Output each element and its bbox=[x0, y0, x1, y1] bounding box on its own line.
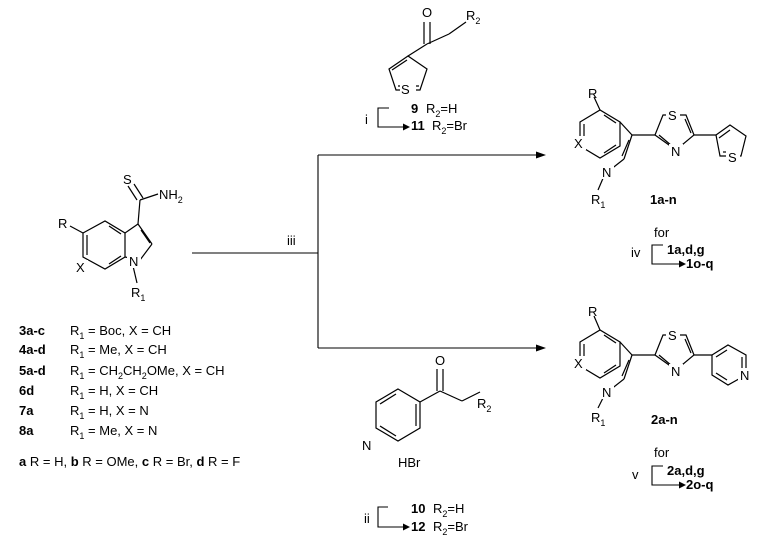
r2-label: R2 bbox=[466, 8, 480, 26]
product-2-n-label: N bbox=[602, 385, 611, 400]
product-2-pyridine-n-label: N bbox=[740, 368, 749, 383]
compound-5-def: R1 = CH2CH2OMe, X = CH bbox=[70, 363, 224, 381]
indole-thioamide-structure bbox=[69, 183, 159, 284]
product-2-final-id: 2o-q bbox=[686, 477, 714, 492]
product-2-x-label: X bbox=[574, 356, 583, 371]
carbonyl-o-label: O bbox=[422, 5, 432, 20]
step-i-arrow bbox=[377, 107, 403, 128]
product-2-thiazole-n-label: N bbox=[671, 364, 680, 379]
product-1-thiazole-n-label: N bbox=[671, 144, 680, 159]
product-2-r1-label: R1 bbox=[591, 410, 605, 428]
step-v-label: v bbox=[632, 467, 639, 482]
step-iv-label: iv bbox=[631, 245, 641, 260]
step-ii-label: ii bbox=[364, 511, 370, 526]
product-2-id: 2a-n bbox=[651, 412, 678, 427]
step-v-arrow bbox=[651, 465, 679, 486]
product-1-start-id: 1a,d,g bbox=[667, 242, 705, 257]
product-1-n-label: N bbox=[602, 165, 611, 180]
product-1-thiophene-s-label: S bbox=[728, 150, 737, 165]
compound-9-id: 9 bbox=[411, 101, 418, 116]
compound-10-r2: R2=H bbox=[433, 501, 464, 519]
step-i-label: i bbox=[365, 112, 368, 127]
product-2-for-label: for bbox=[654, 445, 670, 460]
indole-x-label: X bbox=[76, 260, 85, 275]
product-2-structure bbox=[572, 315, 752, 409]
thiophene-ketone-structure bbox=[388, 21, 467, 96]
thiophene-s-label: S bbox=[401, 82, 410, 97]
compound-5-id: 5a-d bbox=[19, 363, 46, 378]
product-1-r1-label: R1 bbox=[591, 192, 605, 210]
compound-12-r2: R2=Br bbox=[433, 519, 469, 537]
compound-3-def: R1 = Boc, X = CH bbox=[70, 323, 171, 341]
compound-10-id: 10 bbox=[411, 501, 425, 516]
step-ii-arrowhead bbox=[403, 523, 410, 531]
product-2-start-id: 2a,d,g bbox=[667, 463, 705, 478]
step-i-arrowhead bbox=[403, 123, 410, 131]
step-v-arrowhead bbox=[679, 481, 686, 489]
product-1-id: 1a-n bbox=[650, 192, 677, 207]
indole-r1-label: R1 bbox=[131, 285, 145, 303]
thioamide-s-label: S bbox=[123, 172, 132, 187]
compound-7-def: R1 = H, X = N bbox=[70, 403, 149, 421]
compound-11-r2: R2=Br bbox=[432, 118, 468, 136]
compound-4-def: R1 = Me, X = CH bbox=[70, 342, 167, 360]
product-2-thiazole-s-label: S bbox=[668, 328, 677, 343]
hbr-salt-label: HBr bbox=[398, 455, 421, 470]
product-1-final-id: 1o-q bbox=[686, 256, 714, 271]
compound-6-def: R1 = H, X = CH bbox=[70, 383, 158, 401]
product-1-thiazole-s-label: S bbox=[668, 108, 677, 123]
compound-12-id: 12 bbox=[411, 519, 425, 534]
product-1-r-label: R bbox=[588, 86, 597, 101]
step-iii-label: iii bbox=[287, 233, 296, 248]
lower-branch-arrowhead bbox=[536, 344, 546, 352]
pyridine-n-label: N bbox=[362, 438, 371, 453]
compound-8-id: 8a bbox=[19, 423, 34, 438]
compound-4-id: 4a-d bbox=[19, 342, 46, 357]
compound-11-id: 11 bbox=[411, 118, 425, 133]
substituent-key: a R = H, b R = OMe, c R = Br, d R = F bbox=[19, 454, 240, 469]
step-iv-arrowhead bbox=[679, 260, 686, 268]
compound-6-id: 6d bbox=[19, 383, 34, 398]
thioamide-nh2-label: NH2 bbox=[159, 187, 183, 205]
product-1-x-label: X bbox=[574, 136, 583, 151]
product-1-structure bbox=[572, 96, 747, 191]
compound-3-id: 3a-c bbox=[19, 323, 45, 338]
upper-branch-arrowhead bbox=[536, 151, 546, 159]
product-1-for-label: for bbox=[654, 225, 670, 240]
pyridine-r2-label: R2 bbox=[477, 396, 491, 414]
step-iv-arrow bbox=[651, 244, 679, 265]
pyridine-ketone-structure bbox=[360, 369, 481, 453]
product-2-r-label: R bbox=[588, 304, 597, 319]
compound-7-id: 7a bbox=[19, 403, 34, 418]
compound-list: 3a-c R1 = Boc, X = CH 4a-d R1 = Me, X = … bbox=[19, 323, 224, 441]
pyridine-carbonyl-o-label: O bbox=[435, 353, 445, 368]
step-ii-arrow bbox=[377, 506, 403, 528]
compound-8-def: R1 = Me, X = N bbox=[70, 423, 157, 441]
indole-r-label: R bbox=[58, 216, 67, 231]
indole-n-label: N bbox=[129, 254, 138, 269]
compound-9-r2: R2=H bbox=[426, 101, 457, 119]
